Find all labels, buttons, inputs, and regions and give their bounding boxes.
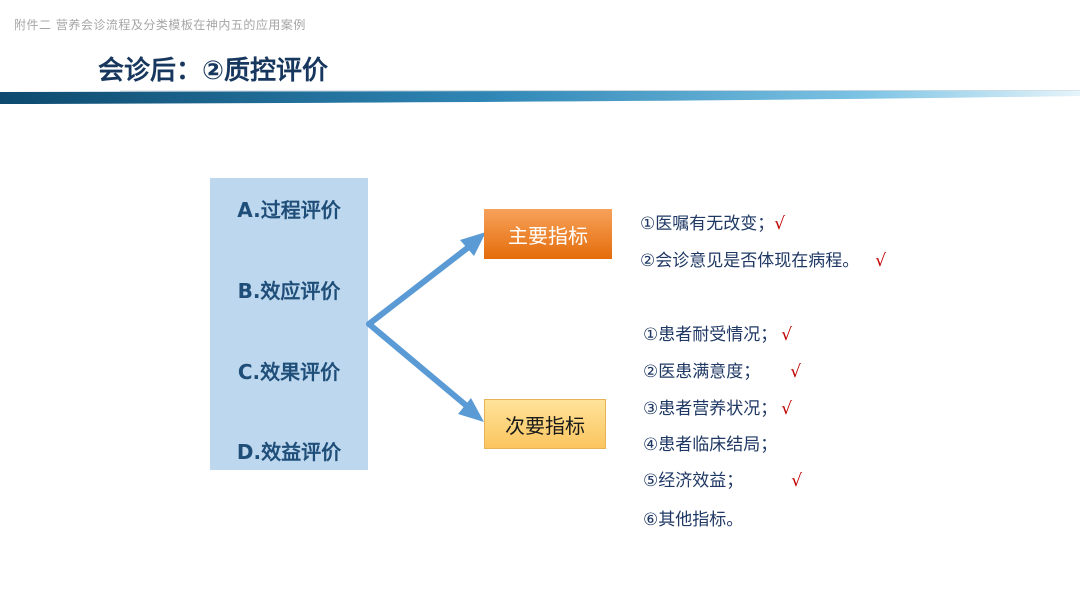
check-mark: √ [774, 214, 786, 234]
primary-indicator-1: ①医嘱有无改变；√ [640, 214, 786, 234]
arrow-head-primary [460, 232, 486, 256]
arrow-to-primary [366, 243, 473, 327]
arrow-head-secondary [458, 398, 484, 422]
primary-indicator-tag: 主要指标 [484, 209, 612, 259]
eval-item-benefit: D.效益评价 [236, 440, 342, 464]
title-decoration-band [0, 90, 1080, 104]
secondary-indicator-1: ①患者耐受情况；√ [643, 325, 793, 345]
check-mark: √ [781, 325, 793, 345]
secondary-indicator-6: ⑥其他指标。 [643, 510, 744, 530]
evaluation-box: A.过程评价 B.效应评价 C.效果评价 D.效益评价 [210, 178, 368, 470]
secondary-indicator-2: ②医患满意度；√ [643, 362, 802, 382]
check-mark: √ [791, 471, 803, 491]
header-note: 附件二 营养会诊流程及分类模板在神内五的应用案例 [14, 18, 306, 32]
secondary-indicator-4: ④患者临床结局； [643, 435, 778, 455]
eval-item-process: A.过程评价 [237, 198, 341, 222]
check-mark: √ [790, 362, 802, 382]
arrow-to-secondary [366, 321, 471, 410]
secondary-indicator-tag: 次要指标 [484, 399, 606, 449]
check-mark: √ [781, 399, 793, 419]
eval-item-outcome: C.效果评价 [237, 360, 341, 384]
check-mark: √ [875, 251, 887, 271]
secondary-indicator-3: ③患者营养状况；√ [643, 399, 793, 419]
primary-indicator-2: ②会诊意见是否体现在病程。√ [640, 251, 887, 271]
eval-item-effect: B.效应评价 [237, 279, 341, 303]
slide-title: 会诊后：②质控评价 [98, 56, 329, 86]
secondary-indicator-5: ⑤经济效益；√ [643, 471, 803, 491]
